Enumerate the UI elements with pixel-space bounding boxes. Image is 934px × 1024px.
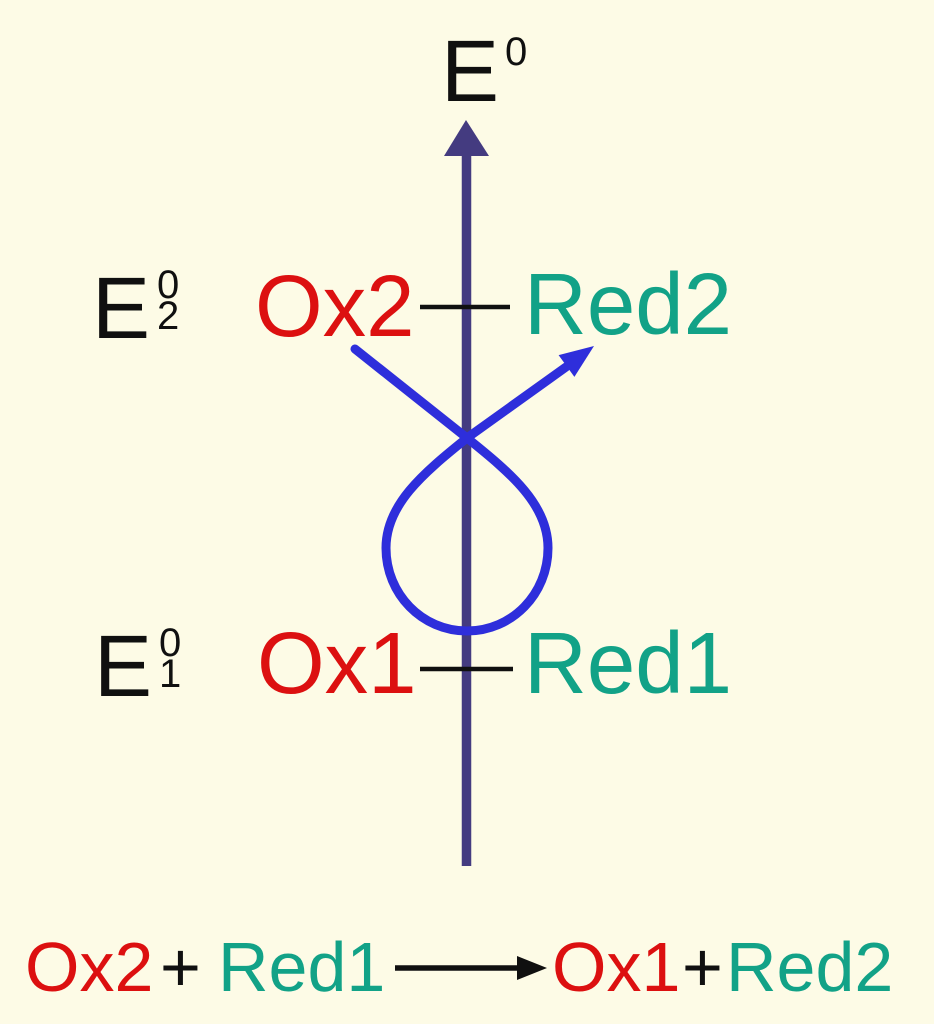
axis-title-e0: E 0 <box>441 28 527 115</box>
reaction-plus-sign: + <box>160 928 201 1006</box>
potential-symbol: E <box>94 618 153 715</box>
potential-label-e1: E 0 1 <box>94 623 181 710</box>
potential-subscript: 1 <box>159 652 182 696</box>
oxidized-species-2: Ox2 <box>255 258 415 355</box>
axis-superscript: 0 <box>505 30 528 74</box>
reaction-reactant-oxidized: Ox2 <box>25 928 154 1006</box>
potential-scripts: 0 2 <box>157 263 180 338</box>
reduced-species-2: Red2 <box>524 256 732 353</box>
potential-label-e2: E 0 2 <box>92 265 179 352</box>
potential-axis-arrowhead <box>444 120 489 156</box>
electron-transfer-loop-arrow <box>350 344 571 636</box>
reaction-reactant-reduced: Red1 <box>218 928 386 1006</box>
potential-scripts: 0 1 <box>159 621 182 696</box>
reaction-product-reduced: Red2 <box>726 928 894 1006</box>
potential-superscript: 0 <box>157 263 180 307</box>
oxidized-species-1: Ox1 <box>257 615 417 712</box>
axis-symbol: E <box>441 23 500 120</box>
potential-superscript: 0 <box>159 621 182 665</box>
electron-transfer-arrowhead <box>558 346 594 377</box>
potential-subscript: 2 <box>157 294 180 338</box>
reduced-species-1: Red1 <box>524 615 732 712</box>
reaction-product-oxidized: Ox1 <box>552 928 681 1006</box>
reaction-arrowhead <box>517 956 547 980</box>
reaction-plus-sign: + <box>682 928 723 1006</box>
potential-symbol: E <box>92 260 151 357</box>
